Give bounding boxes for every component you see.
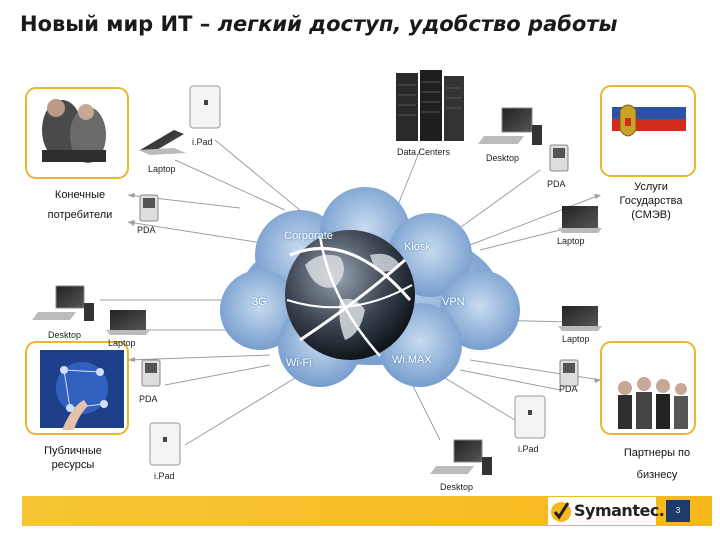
ipad-left-label: i.Pad [154, 471, 175, 481]
vpn-label: VPN [442, 296, 465, 308]
globe-icon [285, 230, 415, 360]
wimax-label: Wi.MAX [392, 354, 432, 366]
government-label: Услуги Государства (СМЭВ) [619, 181, 683, 221]
pda-left2-label: PDA [139, 394, 158, 404]
brand-name: Symantec. [574, 501, 665, 520]
desktop-icon-bottom [430, 439, 492, 475]
laptop-icon-right [558, 206, 602, 233]
laptop-right-label: Laptop [557, 236, 585, 246]
public-frame [25, 341, 129, 435]
desktop-icon-left [32, 285, 94, 321]
public-resources-image [40, 350, 124, 430]
datacenter-server-icon [396, 70, 464, 141]
laptop-left-label: Laptop [108, 338, 136, 348]
pda-icon-right2 [559, 359, 579, 387]
3g-label: 3G [252, 296, 267, 308]
consumers-label: Конечные потребители [47, 189, 113, 221]
pda-icon-left [139, 194, 159, 222]
desktop-icon-top [478, 107, 542, 145]
page-title: Новый мир ИТ – легкий доступ, удобство р… [20, 12, 618, 36]
ipad-icon-right [514, 395, 546, 439]
page-number: 3 [666, 500, 690, 522]
pda-top-right-label: PDA [547, 179, 566, 189]
laptop-icon-right2 [558, 306, 602, 331]
title-italic: легкий доступ, удобство работы [217, 12, 618, 36]
symantec-logo: Symantec. [548, 497, 665, 525]
ipad-icon-top [189, 85, 221, 129]
public-resources-label: Публичные ресурсы [44, 445, 102, 471]
checkmark-icon [551, 502, 571, 522]
partners-photo [618, 377, 688, 429]
ipad-right-label: i.Pad [518, 444, 539, 454]
partners-frame [600, 341, 696, 435]
datacenters-label: Data.Centers [397, 147, 451, 157]
desktop-bottom-label: Desktop [440, 482, 474, 492]
government-emblem [612, 95, 686, 137]
desktop-top-label: Desktop [486, 153, 520, 163]
corporate-label: Corporate [284, 230, 333, 242]
wifi-label: Wi-Fi [286, 357, 312, 369]
title-main: Новый мир ИТ – [20, 12, 211, 36]
ipad-icon-left [149, 422, 181, 466]
pda-left-label: PDA [137, 225, 156, 235]
kiosk-label: Kiosk [404, 241, 431, 253]
laptop-icon-top [138, 130, 186, 155]
laptop-right2-label: Laptop [562, 334, 590, 344]
pda-icon-left2 [141, 359, 161, 387]
arrowheads [128, 193, 601, 383]
consumers-photo [42, 99, 106, 163]
government-frame [600, 85, 696, 177]
ipad-top-label: i.Pad [192, 137, 213, 147]
laptop-top-label: Laptop [148, 164, 176, 174]
partners-label: Партнеры по бизнесу [623, 447, 691, 481]
desktop-left-label: Desktop [48, 330, 82, 340]
consumers-frame [25, 87, 129, 179]
pda-icon-top-right [549, 144, 569, 172]
laptop-icon-left [106, 310, 150, 335]
pda-right2-label: PDA [559, 384, 578, 394]
